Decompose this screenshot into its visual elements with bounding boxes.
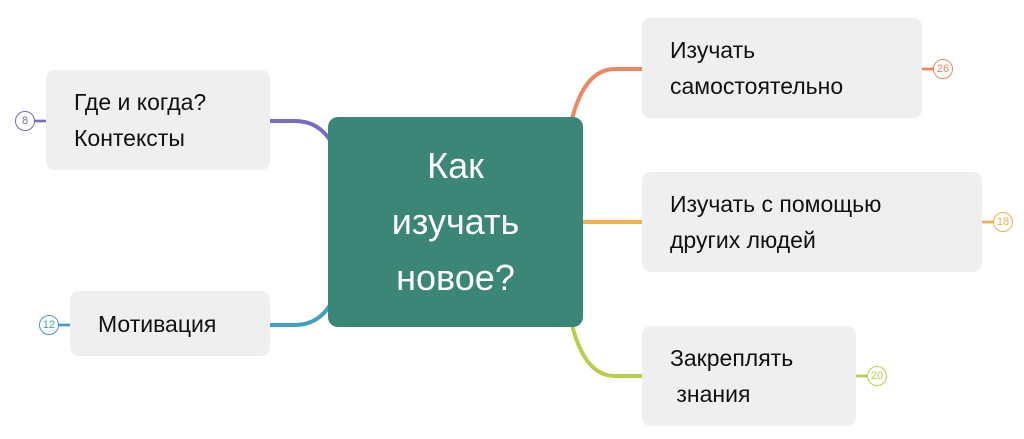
topic-line: знания (670, 381, 751, 407)
central-line: Как (427, 145, 484, 186)
topic-contexts[interactable]: Где и когда? Контексты (46, 70, 270, 170)
topic-with-others[interactable]: Изучать с помощью других людей (642, 172, 982, 272)
count-badge[interactable]: 26 (933, 59, 953, 79)
central-line: новое? (396, 257, 515, 298)
count-badge[interactable]: 20 (867, 366, 887, 386)
connector-self-study (570, 67, 642, 120)
topic-line: Где и когда? (74, 89, 207, 115)
topic-line: Мотивация (98, 310, 217, 337)
topic-line: Контексты (74, 125, 185, 151)
topic-reinforce[interactable]: Закреплять знания (642, 326, 856, 426)
topic-motivation[interactable]: Мотивация (70, 291, 270, 356)
topic-self-study[interactable]: Изучать самостоятельно (642, 18, 922, 118)
count-badge[interactable]: 12 (39, 315, 59, 335)
connector-reinforce (570, 324, 642, 378)
count-badge[interactable]: 8 (15, 111, 35, 131)
connector-contexts (270, 119, 335, 146)
topic-line: самостоятельно (670, 73, 844, 99)
topic-line: Изучать (670, 37, 756, 63)
connector-motivation (270, 299, 335, 327)
topic-line: Изучать с помощью (670, 191, 882, 217)
central-line: изучать (391, 201, 520, 242)
topic-line: Закреплять (670, 345, 794, 371)
topic-line: других людей (670, 227, 816, 253)
count-badge[interactable]: 18 (993, 212, 1013, 232)
central-topic[interactable]: Как изучать новое? (328, 117, 583, 327)
